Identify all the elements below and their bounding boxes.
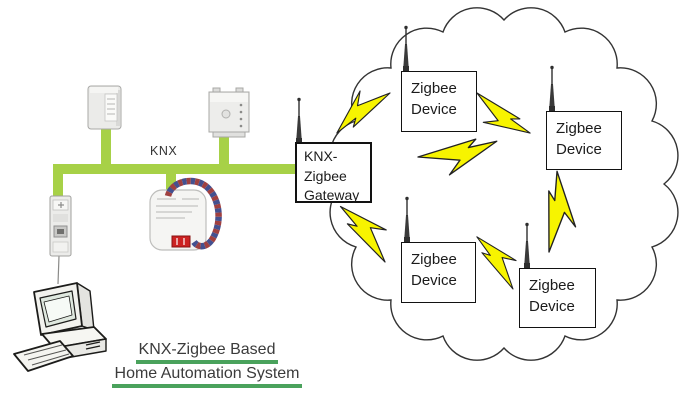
knx-bus-line xyxy=(53,126,297,197)
knx-din-rail-module-icon xyxy=(208,87,250,138)
knx-zigbee-gateway-node: KNX- Zigbee Gateway xyxy=(295,142,372,203)
zigbee-device-node-top-left: Zigbee Device xyxy=(401,71,477,132)
knx-bus-label: KNX xyxy=(150,144,178,158)
zigbee-device-node-bottom-right: Zigbee Device xyxy=(519,268,596,328)
zigbee-device-node-bottom-left: Zigbee Device xyxy=(401,242,476,303)
zigbee-network-cloud xyxy=(329,7,679,361)
desktop-computer-icon xyxy=(13,282,107,372)
knx-flush-actuator-icon xyxy=(149,177,222,251)
knx-usb-interface-icon xyxy=(49,195,72,257)
gateway-antenna-icon xyxy=(296,97,302,144)
diagram-caption: KNX-Zigbee Based Home Automation System xyxy=(92,341,322,389)
zigbee-device-node-top-right: Zigbee Device xyxy=(546,111,622,170)
pc-connection-line xyxy=(57,255,60,285)
caption-line-2: Home Automation System xyxy=(111,365,303,388)
knx-wall-device-icon xyxy=(87,85,122,130)
caption-line-1: KNX-Zigbee Based xyxy=(135,341,279,364)
